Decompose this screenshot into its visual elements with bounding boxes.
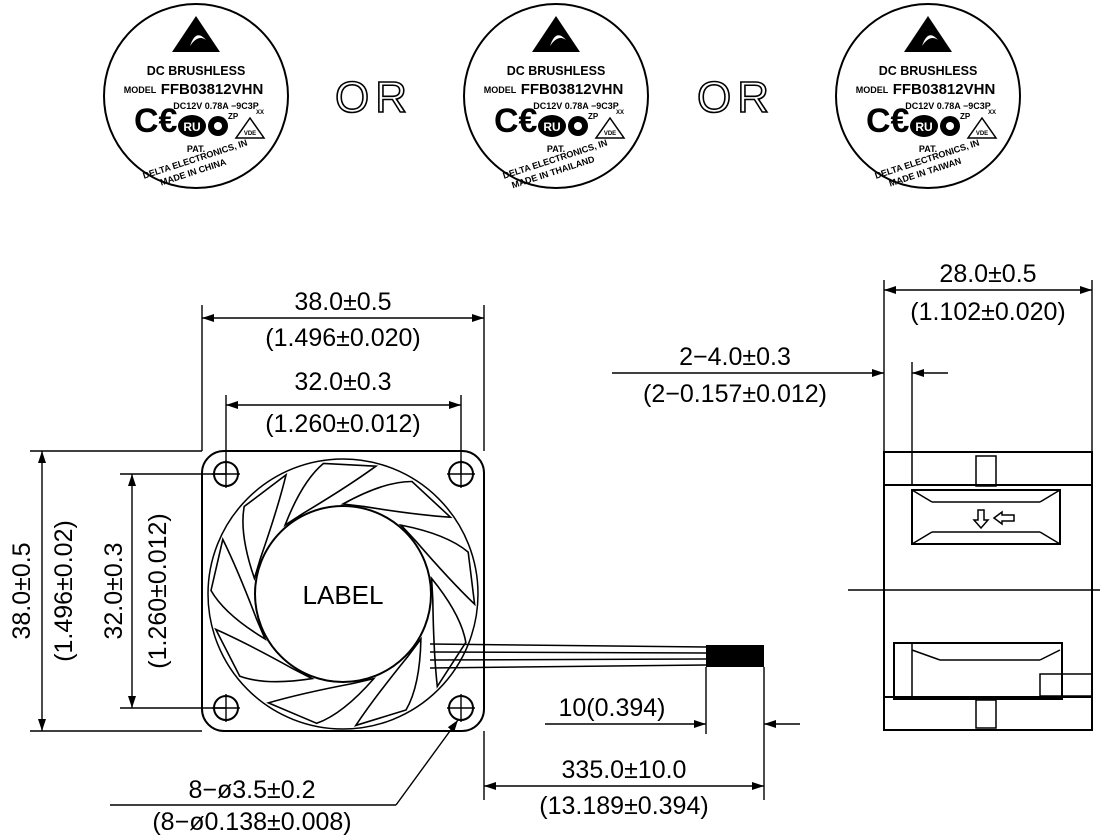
venturi-circle xyxy=(207,458,479,730)
hole-diameter-leader xyxy=(395,719,459,806)
label-zp: ZP xyxy=(588,112,599,121)
impeller-blade xyxy=(210,537,267,641)
label-circle xyxy=(103,3,289,189)
label-model: FFB03812VHN xyxy=(521,81,624,98)
ce-mark-icon: C€ xyxy=(866,102,910,140)
height-dim-in: (1.496±0.02) xyxy=(50,520,78,662)
svg-text:VDE: VDE xyxy=(976,131,988,137)
label-circle xyxy=(463,3,649,189)
svg-text:RU: RU xyxy=(183,120,200,134)
impeller-blade xyxy=(242,472,288,582)
delta-logo-icon xyxy=(532,16,580,52)
label-pat: PAT. xyxy=(187,144,205,154)
impeller-blade xyxy=(398,523,476,607)
label-xx: XX xyxy=(616,110,624,116)
ce-mark-icon: C€ xyxy=(494,102,538,140)
label-line1: DC BRUSHLESS xyxy=(507,64,606,78)
vde-mark-icon: VDE xyxy=(234,116,266,139)
svg-text:VDE: VDE xyxy=(604,131,616,137)
mounting-hole-br xyxy=(447,694,475,722)
impeller-blades xyxy=(210,462,476,727)
lead-wires xyxy=(429,643,764,669)
svg-text:RU: RU xyxy=(543,120,560,134)
ul-mark-icon: RU xyxy=(538,115,566,137)
or-separator-2: OR xyxy=(697,73,775,122)
ul-mark-icon: RU xyxy=(910,115,938,137)
label-pat: PAT. xyxy=(919,144,937,154)
lower-window xyxy=(893,642,1063,700)
label-model: FFB03812VHN xyxy=(893,81,996,98)
lead-length-in: (13.189±0.394) xyxy=(539,792,708,820)
side-body xyxy=(883,451,1093,731)
depth-mm: 28.0±0.5 xyxy=(939,260,1036,288)
impeller-blade xyxy=(430,575,467,689)
width-dim-in: (1.496±0.020) xyxy=(265,324,421,352)
label-zp: ZP xyxy=(228,112,239,121)
label-ratings: DC12V 0.78A −9C3P xyxy=(533,101,618,111)
label-variant-china: DC BRUSHLESS MODEL FFB03812VHN C€ DC12V … xyxy=(103,3,289,189)
hub-circle xyxy=(254,505,432,683)
label-xx: XX xyxy=(256,110,264,116)
tuv-mark-icon xyxy=(940,116,960,136)
front-view: LABEL 38.0±0.5 (1. xyxy=(8,288,800,836)
label-xx: XX xyxy=(988,110,996,116)
width-dim-mm: 38.0±0.5 xyxy=(294,288,391,316)
vde-mark-icon: VDE xyxy=(594,116,626,139)
lead-length-mm: 335.0±10.0 xyxy=(562,756,687,784)
label-model-prefix: MODEL xyxy=(484,85,517,95)
height-dim-mm: 38.0±0.5 xyxy=(8,542,36,639)
impeller-blade xyxy=(283,462,379,528)
ce-mark-icon: C€ xyxy=(134,102,178,140)
depth-in: (1.102±0.020) xyxy=(910,298,1066,326)
label-line1: DC BRUSHLESS xyxy=(879,64,978,78)
label-model-prefix: MODEL xyxy=(124,85,157,95)
airflow-down-arrow-icon xyxy=(972,509,990,530)
label-ratings: DC12V 0.78A −9C3P xyxy=(905,101,990,111)
label-line1: DC BRUSHLESS xyxy=(147,64,246,78)
delta-logo-icon xyxy=(904,16,952,52)
svg-text:RU: RU xyxy=(915,120,932,134)
strip-length: 10(0.394) xyxy=(558,694,665,722)
label-model-prefix: MODEL xyxy=(856,85,889,95)
label-zp: ZP xyxy=(960,112,971,121)
hole-spacing-mm: 32.0±0.3 xyxy=(294,368,391,396)
label-circle xyxy=(835,3,1021,189)
svg-text:VDE: VDE xyxy=(244,131,256,137)
height-spacing-mm: 32.0±0.3 xyxy=(100,542,128,639)
label-variant-taiwan: DC BRUSHLESS MODEL FFB03812VHN C€ DC12V … xyxy=(835,3,1021,189)
hole-spacing-in: (1.260±0.012) xyxy=(265,410,421,438)
label-variant-thailand: DC BRUSHLESS MODEL FFB03812VHN C€ DC12V … xyxy=(463,3,649,190)
bottom-tab xyxy=(975,699,997,729)
hole-dia-mm: 8−ø3.5±0.2 xyxy=(188,776,315,804)
tuv-mark-icon xyxy=(208,116,228,136)
hole-dia-in: (8−ø0.138±0.008) xyxy=(152,808,351,836)
wire-exit xyxy=(1039,673,1093,697)
height-spacing-in: (1.260±0.012) xyxy=(144,513,172,669)
flange-in: (2−0.157±0.012) xyxy=(643,380,827,408)
flange-mm: 2−4.0±0.3 xyxy=(679,343,791,371)
impeller-blade xyxy=(340,480,453,519)
stripped-wire-ends xyxy=(706,645,764,667)
ul-mark-icon: RU xyxy=(178,115,206,137)
airflow-window xyxy=(911,489,1061,545)
side-view: 28.0±0.5 (1.102±0.020) 2−4.0±0.3 (2−0.15… xyxy=(612,260,1100,731)
hub-label-text: LABEL xyxy=(303,580,384,610)
tuv-mark-icon xyxy=(568,116,588,136)
or-separator-1: OR xyxy=(335,73,413,122)
impeller-blade xyxy=(214,627,315,683)
fan-frame xyxy=(201,450,485,732)
rotation-left-arrow-icon xyxy=(992,510,1015,526)
impeller-blade xyxy=(266,677,377,725)
vde-mark-icon: VDE xyxy=(966,116,998,139)
label-model: FFB03812VHN xyxy=(161,81,264,98)
label-ratings: DC12V 0.78A −9C3P xyxy=(173,101,258,111)
delta-logo-icon xyxy=(172,16,220,52)
label-pat: PAT. xyxy=(547,144,565,154)
impeller-blade xyxy=(353,636,422,727)
top-tab xyxy=(975,455,997,487)
